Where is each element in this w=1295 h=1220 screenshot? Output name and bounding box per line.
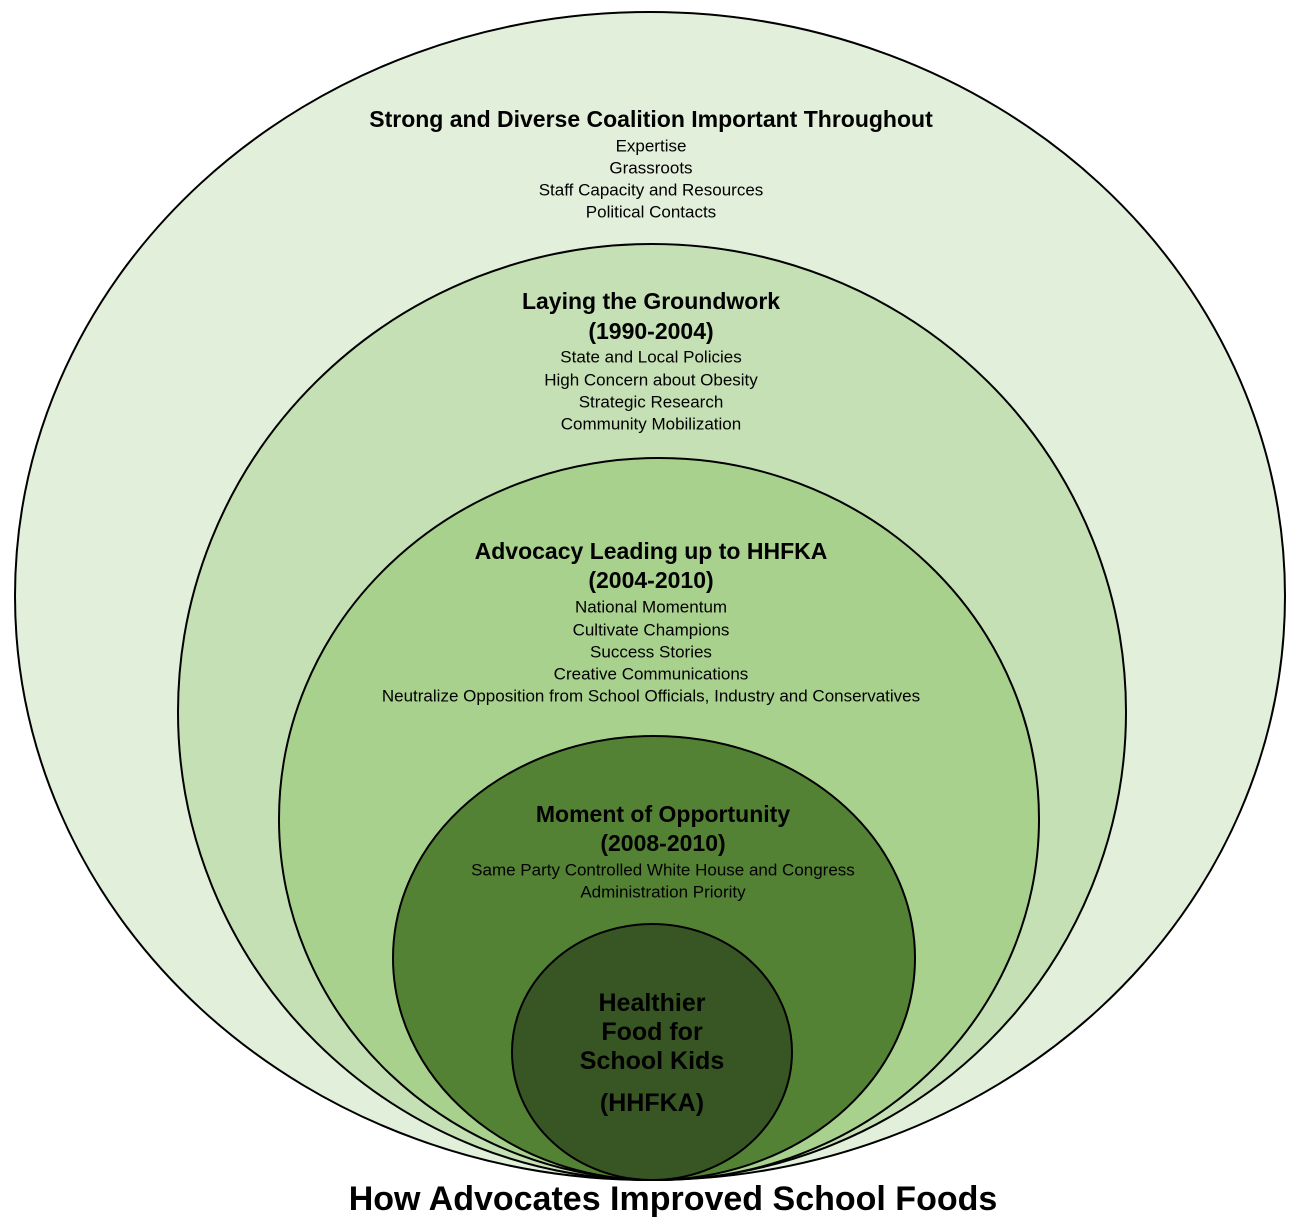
diagram-title: How Advocates Improved School Foods bbox=[349, 1180, 998, 1218]
ring-item: High Concern about Obesity bbox=[544, 371, 758, 390]
ring-item: National Momentum bbox=[575, 598, 727, 617]
ring-item: Administration Priority bbox=[580, 883, 746, 902]
core-hhfka bbox=[511, 923, 793, 1181]
ring-heading: Moment of Opportunity bbox=[536, 801, 790, 827]
ring-item: Neutralize Opposition from School Offici… bbox=[382, 687, 920, 706]
ring-item: State and Local Policies bbox=[560, 348, 741, 367]
ring-item: Strategic Research bbox=[579, 393, 724, 412]
core-acronym: (HHFKA) bbox=[600, 1089, 704, 1117]
ring-item: Community Mobilization bbox=[561, 415, 741, 434]
ring-heading: Strong and Diverse Coalition Important T… bbox=[369, 106, 933, 132]
ring-period: (2008-2010) bbox=[600, 830, 725, 856]
ring-period: (1990-2004) bbox=[588, 318, 713, 344]
ring-item: Cultivate Champions bbox=[573, 621, 730, 640]
ring-item: Political Contacts bbox=[586, 203, 716, 222]
ring-item: Expertise bbox=[616, 137, 687, 156]
ring-item: Same Party Controlled White House and Co… bbox=[471, 861, 855, 880]
core-line: Healthier bbox=[599, 989, 706, 1017]
ring-period: (2004-2010) bbox=[588, 567, 713, 593]
ring-item: Staff Capacity and Resources bbox=[539, 181, 764, 200]
core-line: Food for bbox=[601, 1018, 703, 1046]
ring-heading: Advocacy Leading up to HHFKA bbox=[475, 538, 828, 564]
ring-item: Creative Communications bbox=[554, 665, 749, 684]
ring-item: Grassroots bbox=[609, 159, 692, 178]
ring-item: Success Stories bbox=[590, 643, 712, 662]
ring-heading: Laying the Groundwork bbox=[522, 288, 780, 314]
core-line: School Kids bbox=[580, 1047, 724, 1075]
